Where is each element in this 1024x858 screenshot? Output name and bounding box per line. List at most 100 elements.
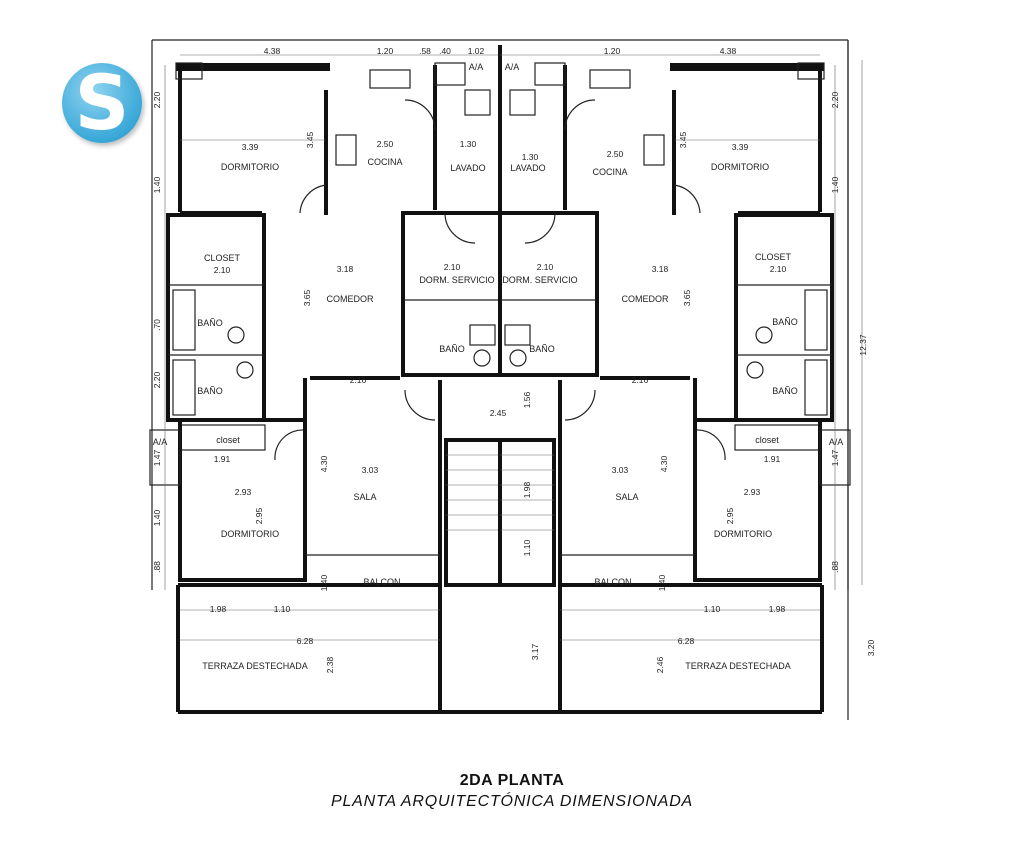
- dim-140b-left: 1.40: [152, 509, 162, 526]
- dim-comedor-365-right: 3.65: [682, 289, 692, 306]
- dim-cocina-left: 2.50: [377, 139, 394, 149]
- dim-cocina-right: 2.50: [607, 149, 624, 159]
- dim-servicio-left: 2.10: [444, 262, 461, 272]
- dim-70-left: .70: [152, 319, 162, 331]
- room-sala-right: SALA: [615, 492, 638, 502]
- room-bano-servicio-right: BAÑO: [529, 344, 555, 354]
- dim-terr-238-left: 2.38: [325, 656, 335, 673]
- dim-147-right: 1.47: [830, 449, 840, 466]
- dim-220-left: 2.20: [152, 91, 162, 108]
- dim-terr-246-right: 2.46: [655, 656, 665, 673]
- room-dormitorio2-right: DORMITORIO: [714, 529, 772, 539]
- dim-345-left: 3.45: [305, 131, 315, 148]
- logo-letter: S: [74, 63, 130, 143]
- dim-terr-198-right: 1.98: [769, 604, 786, 614]
- dim-kitchen-right: 1.20: [604, 46, 621, 56]
- dim-sala-216-right: 2.16: [632, 375, 649, 385]
- dim-comedor-365-left: 3.65: [302, 289, 312, 306]
- room-balcon-right: BALCON: [594, 577, 631, 587]
- dim-top-width-right: 4.38: [720, 46, 737, 56]
- room-bano-right-2: BAÑO: [772, 386, 798, 396]
- dim-110-right: 1.10: [704, 604, 721, 614]
- plan-title: 2DA PLANTA: [459, 772, 565, 789]
- dim-terr-628-left: 6.28: [297, 636, 314, 646]
- dim-140-right: 1.40: [830, 176, 840, 193]
- room-closet-small-left: closet: [216, 435, 240, 445]
- dim-balcon-right: 1.40: [657, 574, 667, 591]
- dim-dorm2-295-right: 2.95: [725, 507, 735, 524]
- dim-kitchen-left: 1.20: [377, 46, 394, 56]
- room-closet-small-right: closet: [755, 435, 779, 445]
- dim-comedor-318-right: 3.18: [652, 264, 669, 274]
- dim-dorm2-295-left: 2.95: [254, 507, 264, 524]
- aa-label-right-side: A/A: [829, 437, 844, 447]
- dim-servicio-right: 2.10: [537, 262, 554, 272]
- aa-label-right: A/A: [505, 62, 520, 72]
- room-closet-left: CLOSET: [204, 253, 241, 263]
- room-terraza-right: TERRAZA DESTECHADA: [685, 661, 791, 671]
- plan-subtitle: PLANTA ARQUITECTÓNICA DIMENSIONADA: [330, 793, 694, 810]
- dim-closet-191-left: 1.91: [214, 454, 231, 464]
- dim-88-left: .88: [152, 561, 162, 573]
- dim-closet-191-right: 1.91: [764, 454, 781, 464]
- dim-terr-628-right: 6.28: [678, 636, 695, 646]
- dim-comedor-318-left: 3.18: [337, 264, 354, 274]
- room-comedor-left: COMEDOR: [327, 294, 375, 304]
- left-unit-walls: [148, 38, 502, 714]
- dim-sala-430-right: 4.30: [659, 455, 669, 472]
- dim-345-right: 3.45: [678, 131, 688, 148]
- dim-156: 1.56: [522, 391, 532, 408]
- dim-terr-198-left: 1.98: [210, 604, 227, 614]
- dim-stair-245: 2.45: [490, 408, 507, 418]
- dim-closet-right: 2.10: [770, 264, 787, 274]
- dim-40-left: .40: [439, 46, 451, 56]
- dim-317: 3.17: [530, 643, 540, 660]
- room-dorm-servicio-right: DORM. SERVICIO: [502, 275, 577, 285]
- dim-110-stair: 1.10: [522, 539, 532, 556]
- room-comedor-right: COMEDOR: [622, 294, 670, 304]
- dim-220-right: 2.20: [830, 91, 840, 108]
- dim-198-stair: 1.98: [522, 481, 532, 498]
- dim-sala-430-left: 4.30: [319, 455, 329, 472]
- room-dormitorio-left: DORMITORIO: [221, 162, 279, 172]
- dim-dorm2-293-left: 2.93: [235, 487, 252, 497]
- aa-label-left-side: A/A: [153, 437, 168, 447]
- dim-balcon-left: 1.40: [319, 574, 329, 591]
- right-unit-walls: [498, 38, 852, 714]
- dim-closet-left: 2.10: [214, 265, 231, 275]
- company-logo: S: [62, 63, 142, 143]
- dim-dorm-width-right: 3.39: [732, 142, 749, 152]
- dim-lavado-right: 1.30: [522, 152, 539, 162]
- room-cocina-left: COCINA: [367, 157, 402, 167]
- dim-total-1237: 12.37: [858, 334, 868, 356]
- room-bano-servicio-left: BAÑO: [439, 344, 465, 354]
- dim-lavado-left: 1.30: [460, 139, 477, 149]
- dim-dorm2-293-right: 2.93: [744, 487, 761, 497]
- dim-top-width-left: 4.38: [264, 46, 281, 56]
- room-terraza-left: TERRAZA DESTECHADA: [202, 661, 308, 671]
- room-balcon-left: BALCON: [363, 577, 400, 587]
- room-cocina-right: COCINA: [592, 167, 627, 177]
- dim-102-left: 1.02: [468, 46, 485, 56]
- room-dormitorio-right: DORMITORIO: [711, 162, 769, 172]
- dim-dorm-width-left: 3.39: [242, 142, 259, 152]
- dim-sala-303-left: 3.03: [362, 465, 379, 475]
- dim-140-left: 1.40: [152, 176, 162, 193]
- dim-58-left: .58: [419, 46, 431, 56]
- room-lavado-left: LAVADO: [450, 163, 485, 173]
- dim-sala-216-left: 2.16: [350, 375, 367, 385]
- dim-88-right: .88: [830, 561, 840, 573]
- dim-147-left: 1.47: [152, 449, 162, 466]
- room-closet-right: CLOSET: [755, 252, 792, 262]
- dim-110-left: 1.10: [274, 604, 291, 614]
- room-sala-left: SALA: [353, 492, 376, 502]
- dim-220b-left: 2.20: [152, 371, 162, 388]
- aa-label-left: A/A: [469, 62, 484, 72]
- dim-sala-303-right: 3.03: [612, 465, 629, 475]
- room-dorm-servicio-left: DORM. SERVICIO: [419, 275, 494, 285]
- room-lavado-right: LAVADO: [510, 163, 545, 173]
- room-bano-left-1: BAÑO: [197, 318, 223, 328]
- dim-320: 3.20: [866, 639, 876, 656]
- room-bano-left-2: BAÑO: [197, 386, 223, 396]
